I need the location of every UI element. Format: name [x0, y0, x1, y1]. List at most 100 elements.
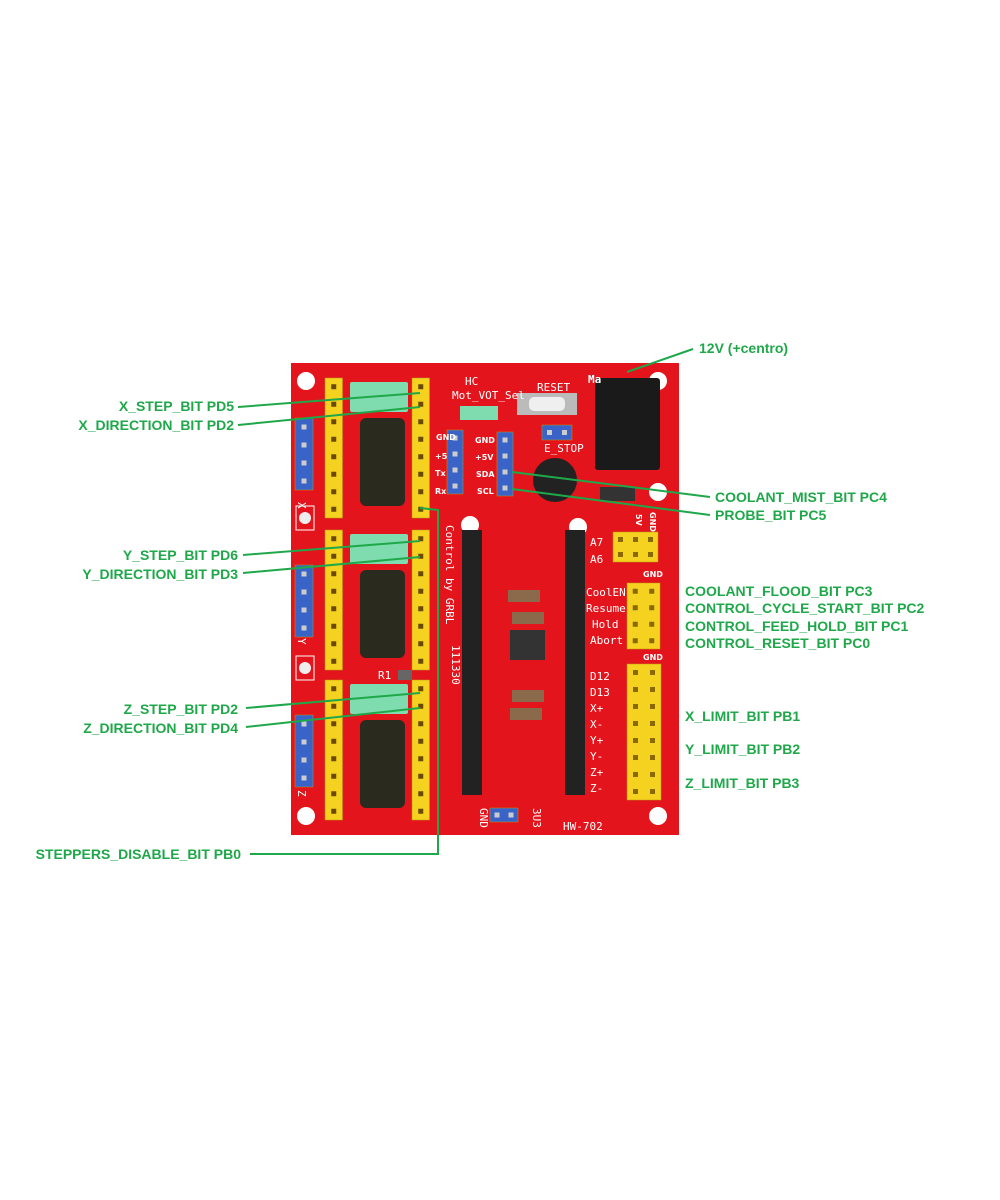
pin — [633, 738, 638, 743]
pin — [331, 703, 337, 709]
pin — [633, 537, 638, 542]
pin — [331, 773, 337, 779]
pin — [418, 384, 424, 390]
silk-limit: X+ — [590, 702, 604, 715]
pin — [331, 436, 337, 442]
control-header — [626, 582, 661, 650]
pin — [331, 401, 337, 407]
reset-button-cap — [529, 397, 565, 411]
leader-line — [250, 507, 439, 855]
silk-3v3: 3U3 — [530, 808, 543, 828]
driver-socket-right — [411, 529, 430, 671]
silk-uart-gnd: GND — [436, 433, 456, 442]
i2c-header — [496, 431, 514, 497]
pin-label: Z_DIRECTION_BIT PD4 — [83, 720, 238, 736]
driver-socket-left — [324, 529, 343, 671]
pin — [632, 605, 638, 611]
pin — [494, 812, 500, 818]
silk-model: HW-702 — [563, 820, 603, 833]
pin — [618, 537, 623, 542]
pin — [301, 460, 307, 466]
pin — [650, 738, 655, 743]
mounting-hole — [297, 807, 315, 825]
silk-axis-x: X — [295, 502, 308, 509]
3v3-header — [489, 807, 519, 823]
pin — [649, 605, 655, 611]
pin — [331, 454, 337, 460]
pin — [418, 686, 424, 692]
pin — [418, 419, 424, 425]
silk-uart-rx: Rx — [435, 487, 447, 496]
pin — [649, 638, 655, 644]
pin — [301, 478, 307, 484]
pin — [331, 641, 337, 647]
pin — [418, 606, 424, 612]
pin — [331, 808, 337, 814]
pin-label: CONTROL_CYCLE_START_BIT PC2 — [685, 600, 925, 616]
silk-abort: Abort — [590, 634, 623, 647]
pin — [650, 670, 655, 675]
pin — [331, 588, 337, 594]
nano-socket-right — [565, 530, 585, 795]
pin — [632, 588, 638, 594]
pin — [418, 401, 424, 407]
silk-resume: Resume — [586, 602, 626, 615]
pin — [301, 424, 307, 430]
silk-gnd-b: GND — [643, 653, 663, 662]
pad-outline — [295, 655, 315, 681]
silk-limit: Y- — [590, 750, 603, 763]
pin — [301, 571, 307, 577]
pin-label: X_STEP_BIT PD5 — [118, 398, 234, 414]
regulator — [510, 630, 545, 660]
driver-socket-right — [411, 377, 430, 519]
leader-line — [245, 707, 421, 728]
driver-socket-right — [411, 679, 430, 821]
pin — [331, 553, 337, 559]
mounting-hole — [297, 372, 315, 390]
mot-vot-sel-jumper — [460, 406, 498, 420]
pin — [649, 588, 655, 594]
leader-line — [511, 471, 711, 498]
pin — [452, 451, 458, 457]
pin — [633, 670, 638, 675]
pin — [418, 436, 424, 442]
microstep-jumpers — [350, 684, 408, 714]
pin — [331, 791, 337, 797]
pin — [331, 623, 337, 629]
leader-line — [242, 556, 421, 574]
pin — [502, 469, 508, 475]
silk-limit: D13 — [590, 686, 610, 699]
pin — [418, 791, 424, 797]
silk-i2c-sda: SDA — [476, 470, 495, 479]
pin — [418, 471, 424, 477]
pin — [301, 739, 307, 745]
leader-line — [237, 392, 421, 408]
pin — [650, 704, 655, 709]
pin — [418, 773, 424, 779]
silk-limit: D12 — [590, 670, 610, 683]
silk-uart-5: +5 — [435, 452, 448, 461]
silk-i2c-scl: SCL — [477, 487, 494, 496]
motor-header — [294, 564, 314, 638]
silk-estop: E_STOP — [544, 442, 584, 455]
silk-a6: A6 — [590, 553, 603, 566]
pin — [331, 571, 337, 577]
pcb: HC Mot_VOT_Sel RESET E_STOP GND +5V SDA … — [291, 363, 679, 835]
pin — [418, 703, 424, 709]
silk-axis-y: Y — [295, 638, 308, 645]
pin — [452, 467, 458, 473]
pin — [418, 454, 424, 460]
pin — [452, 435, 458, 441]
smd-component — [510, 708, 542, 720]
pin — [632, 638, 638, 644]
pin — [418, 506, 424, 512]
pin-label: CONTROL_RESET_BIT PC0 — [685, 635, 871, 651]
pin — [301, 757, 307, 763]
uart-header — [446, 429, 464, 495]
pin — [633, 552, 638, 557]
inductor — [360, 570, 405, 658]
pin — [547, 430, 552, 435]
pin — [650, 687, 655, 692]
pin — [418, 808, 424, 814]
silk-gnd-bottom: GND — [477, 808, 490, 828]
